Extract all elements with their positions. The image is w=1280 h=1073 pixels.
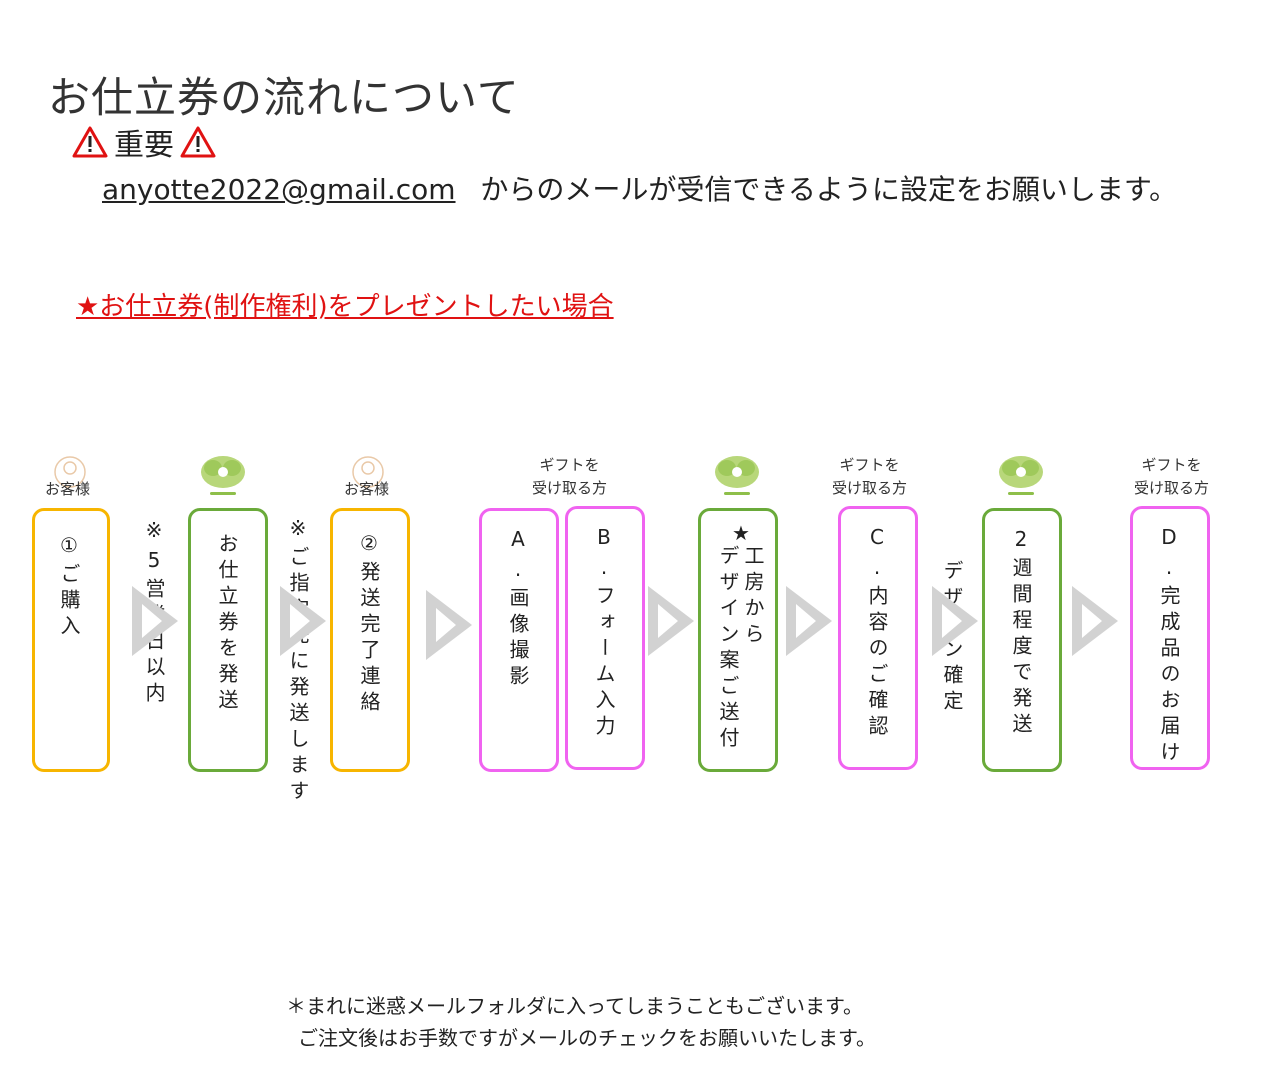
step-photo-text: A.画像撮影 bbox=[506, 527, 530, 691]
warning-icon bbox=[72, 126, 108, 158]
footnote-line-2: ご注文後はお手数ですがメールのチェックをお願いいたします。 bbox=[298, 1026, 876, 1050]
step-photo-box: A.画像撮影 bbox=[479, 508, 559, 772]
customer-caption: お客様 bbox=[45, 480, 91, 498]
email-notice: anyotte2022@gmail.com からのメールが受信できるように設定を… bbox=[102, 168, 1177, 208]
star-mark: ★ bbox=[729, 521, 753, 545]
step-ship-two-weeks-box: 2週間程度で発送 bbox=[982, 508, 1062, 772]
shop-bush-icon bbox=[999, 456, 1043, 495]
arrow-right-icon bbox=[280, 586, 326, 656]
arrow-right-icon bbox=[648, 586, 694, 656]
step-purchase-box: ①ご購入 bbox=[32, 508, 110, 772]
email-notice-text: からのメールが受信できるように設定をお願いします。 bbox=[480, 173, 1178, 206]
person-icon bbox=[352, 456, 384, 488]
step-send-voucher-box: お仕立券を発送 bbox=[188, 508, 268, 772]
gift-receiver-caption: ギフトを 受け取る方 bbox=[832, 456, 908, 497]
shop-bush-icon bbox=[715, 456, 759, 495]
step-delivery-box: D.完成品のお届け bbox=[1130, 506, 1210, 770]
step-form-text: B.フォーム入力 bbox=[592, 525, 616, 741]
step-confirm-text: C.内容のご確認 bbox=[865, 525, 889, 741]
customer-caption: お客様 bbox=[344, 480, 390, 498]
footnote: ＊まれに迷惑メールフォルダに入ってしまうこともございます。 ご注文後はお手数です… bbox=[286, 990, 876, 1054]
arrow-right-icon bbox=[1072, 586, 1118, 656]
step-design-proposal-text-2: 工房から bbox=[741, 545, 765, 649]
warning-icon bbox=[180, 126, 216, 158]
step-design-proposal-text: デザイン案ご送付 bbox=[716, 545, 740, 753]
step-ship-two-weeks-text: 2週間程度で発送 bbox=[1009, 527, 1033, 739]
person-icon bbox=[54, 456, 86, 488]
gift-receiver-caption: ギフトを 受け取る方 bbox=[1134, 456, 1210, 497]
shop-bush-icon bbox=[201, 456, 245, 495]
gift-receiver-caption: ギフトを 受け取る方 bbox=[532, 456, 608, 497]
step-shipping-complete-box: ②発送完了連絡 bbox=[330, 508, 410, 772]
step-shipping-complete-text: ②発送完了連絡 bbox=[357, 531, 381, 717]
important-label: 重要 bbox=[114, 128, 174, 163]
arrow-right-icon bbox=[132, 586, 178, 656]
step-delivery-text: D.完成品のお届け bbox=[1157, 525, 1181, 767]
arrow-right-icon bbox=[426, 590, 472, 660]
gift-link[interactable]: ★お仕立券(制作権利)をプレゼントしたい場合 bbox=[76, 292, 614, 322]
step-confirm-box: C.内容のご確認 bbox=[838, 506, 918, 770]
arrow-right-icon bbox=[932, 586, 978, 656]
page-title: お仕立券の流れについて bbox=[48, 73, 520, 122]
step-form-box: B.フォーム入力 bbox=[565, 506, 645, 770]
step-send-voucher-text: お仕立券を発送 bbox=[215, 533, 239, 715]
important-notice: 重要 bbox=[72, 120, 216, 164]
email-address[interactable]: anyotte2022@gmail.com bbox=[102, 173, 456, 206]
note-ship-to-address: ※ご指定先に発送します bbox=[286, 516, 310, 806]
step-purchase-text: ①ご購入 bbox=[57, 533, 81, 641]
footnote-line-1: ＊まれに迷惑メールフォルダに入ってしまうこともございます。 bbox=[286, 994, 863, 1018]
arrow-right-icon bbox=[786, 586, 832, 656]
step-design-proposal-box: ★ デザイン案ご送付 工房から bbox=[698, 508, 778, 772]
